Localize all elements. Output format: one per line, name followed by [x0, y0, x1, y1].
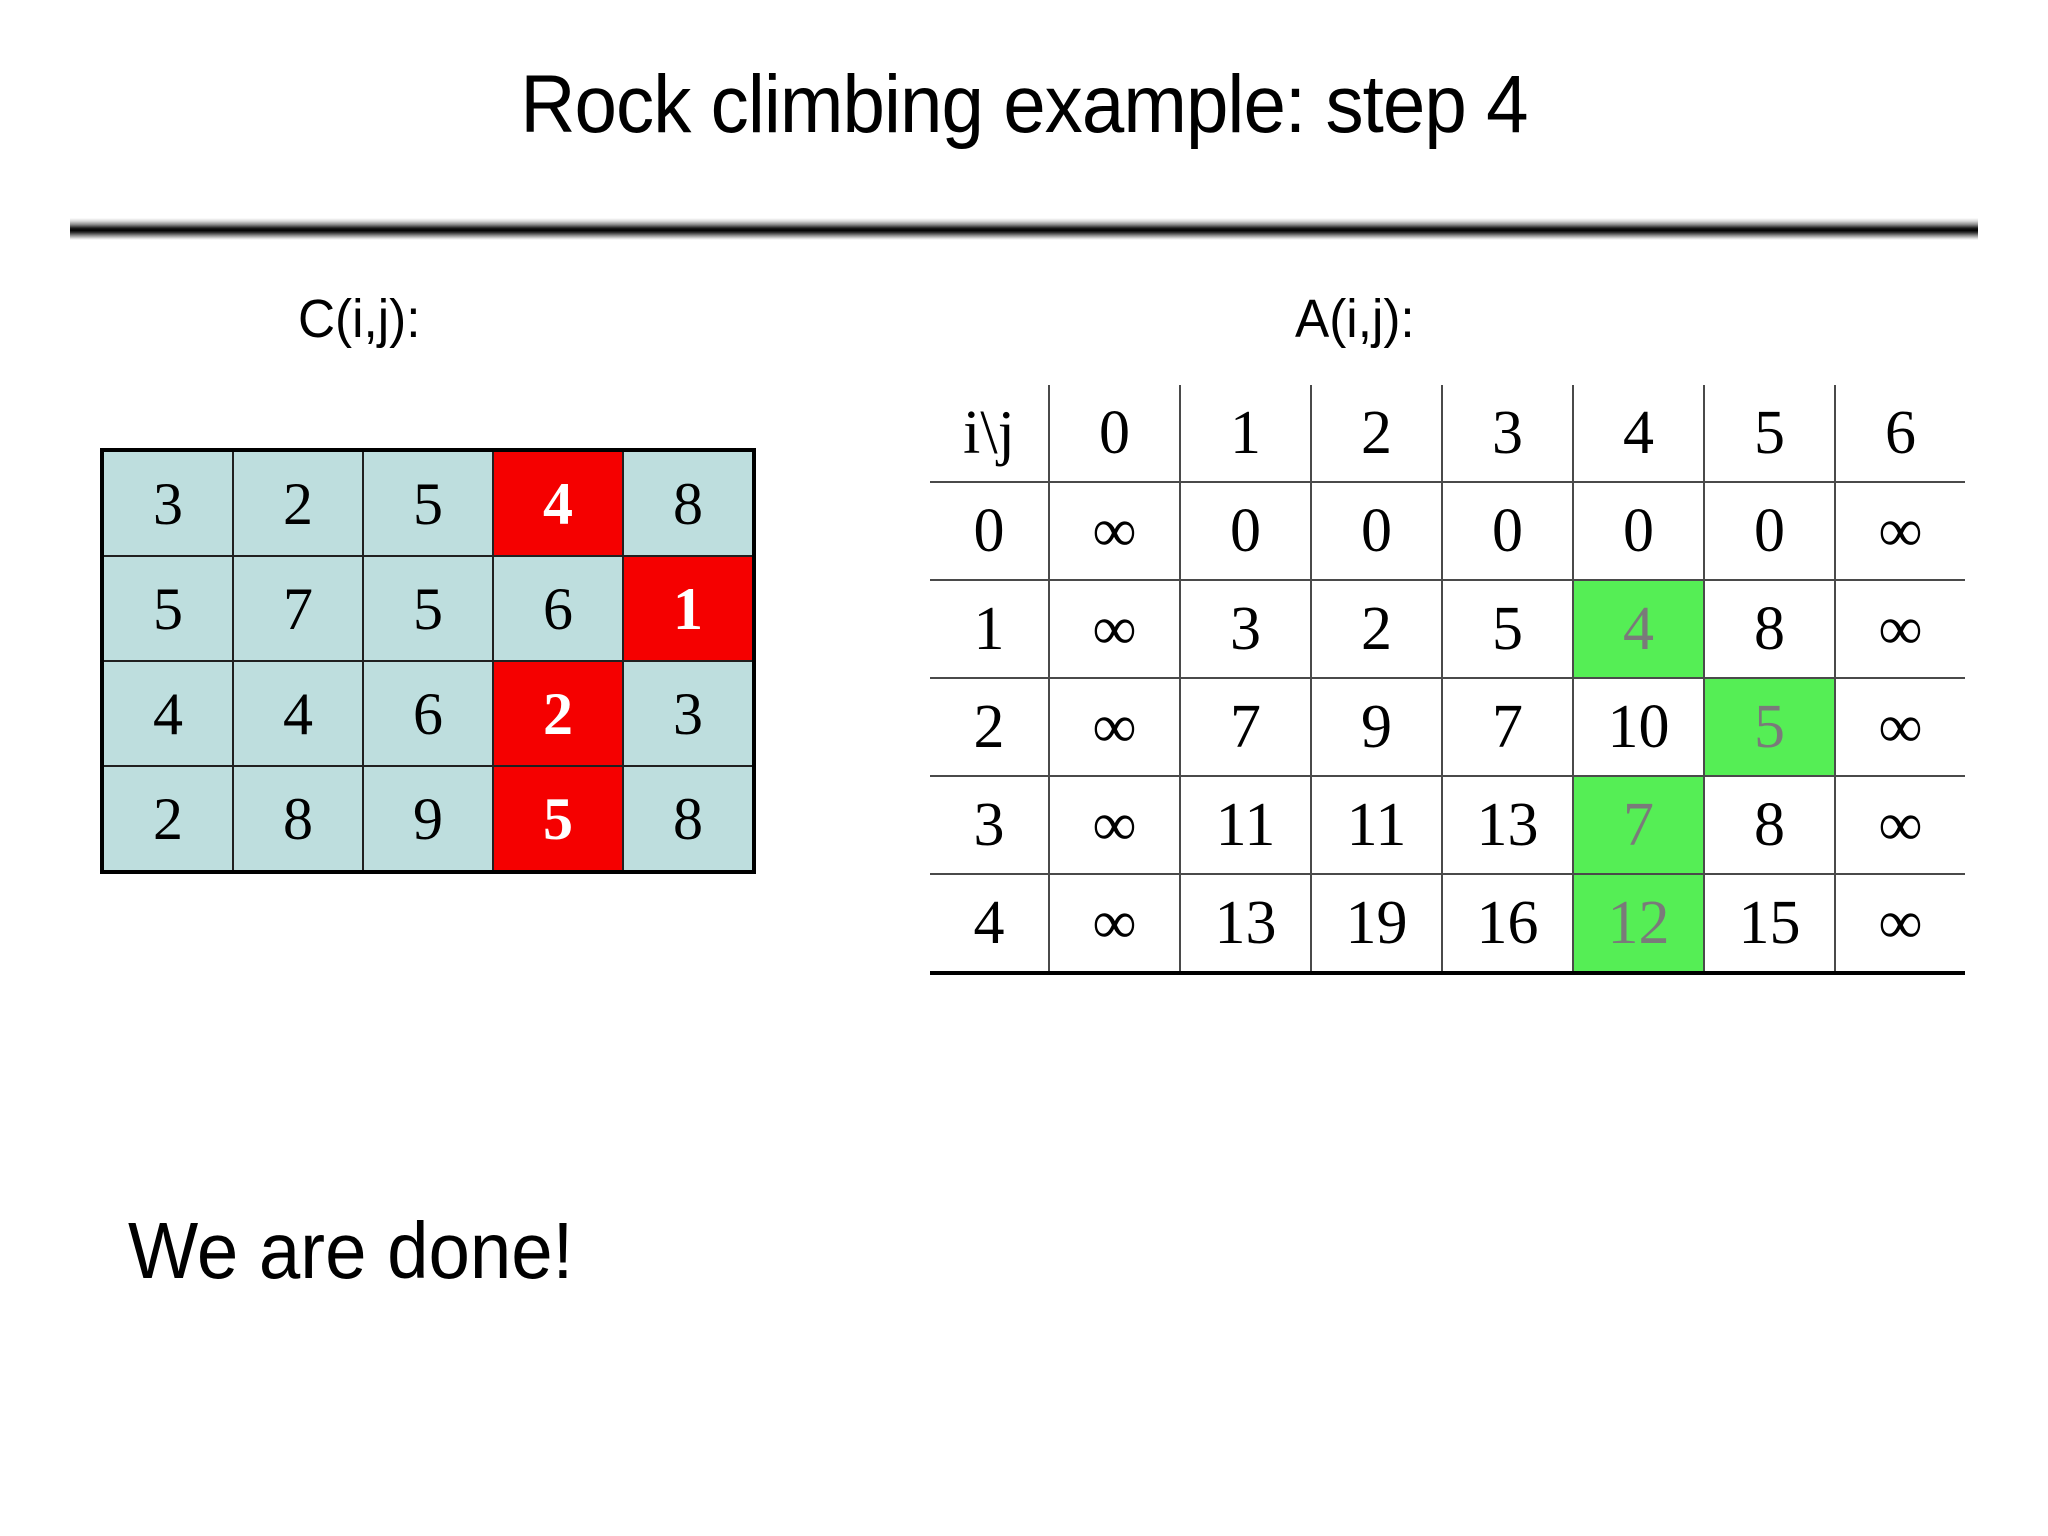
c-cell-1-3: 6 — [492, 555, 624, 662]
a-cell-4-4: 12 — [1572, 873, 1705, 975]
a-column-header-0: 0 — [1048, 385, 1181, 483]
a-cell-2-6: ∞ — [1834, 677, 1965, 777]
a-cell-2-2: 9 — [1310, 677, 1443, 777]
a-cell-3-0: ∞ — [1048, 775, 1181, 875]
c-cell-0-4: 8 — [622, 449, 755, 557]
a-matrix-corner-label: i\j — [930, 385, 1050, 483]
c-cell-0-1: 2 — [232, 449, 364, 557]
a-cell-2-0: ∞ — [1048, 677, 1181, 777]
a-cell-3-6: ∞ — [1834, 775, 1965, 875]
footer-note: We are done! — [128, 1206, 574, 1295]
a-column-header-4: 4 — [1572, 385, 1705, 483]
c-cell-0-0: 3 — [101, 449, 234, 557]
a-cell-4-6: ∞ — [1834, 873, 1965, 975]
c-cell-3-1: 8 — [232, 765, 364, 873]
a-cell-4-5: 15 — [1703, 873, 1836, 975]
c-cell-2-1: 4 — [232, 660, 364, 767]
a-row-header-2: 2 — [930, 677, 1050, 777]
c-cell-1-1: 7 — [232, 555, 364, 662]
c-cell-2-0: 4 — [101, 660, 234, 767]
c-matrix-caption: C(i,j): — [298, 289, 421, 349]
a-cell-3-5: 8 — [1703, 775, 1836, 875]
a-column-header-2: 2 — [1310, 385, 1443, 483]
a-column-header-5: 5 — [1703, 385, 1836, 483]
a-column-header-6: 6 — [1834, 385, 1965, 483]
c-cell-2-2: 6 — [362, 660, 494, 767]
a-cell-2-4: 10 — [1572, 677, 1705, 777]
c-cell-2-3: 2 — [492, 660, 624, 767]
a-cell-2-3: 7 — [1441, 677, 1574, 777]
a-cell-2-5: 5 — [1703, 677, 1836, 777]
c-cell-0-3: 4 — [492, 449, 624, 557]
a-cell-3-4: 7 — [1572, 775, 1705, 875]
a-cell-1-1: 3 — [1179, 579, 1312, 679]
a-column-header-1: 1 — [1179, 385, 1312, 483]
c-cell-0-2: 5 — [362, 449, 494, 557]
a-cell-1-6: ∞ — [1834, 579, 1965, 679]
a-cell-0-6: ∞ — [1834, 481, 1965, 581]
c-cell-3-4: 8 — [622, 765, 755, 873]
title-divider-rule — [70, 218, 1978, 240]
c-cell-3-0: 2 — [101, 765, 234, 873]
a-cell-3-2: 11 — [1310, 775, 1443, 875]
a-row-header-3: 3 — [930, 775, 1050, 875]
a-cell-1-0: ∞ — [1048, 579, 1181, 679]
a-column-header-3: 3 — [1441, 385, 1574, 483]
a-cell-3-1: 11 — [1179, 775, 1312, 875]
a-cell-2-1: 7 — [1179, 677, 1312, 777]
c-cell-3-3: 5 — [492, 765, 624, 873]
c-cell-2-4: 3 — [622, 660, 755, 767]
a-cell-1-5: 8 — [1703, 579, 1836, 679]
c-cell-3-2: 9 — [362, 765, 494, 873]
a-row-header-1: 1 — [930, 579, 1050, 679]
a-row-header-4: 4 — [930, 873, 1050, 975]
a-cell-1-3: 5 — [1441, 579, 1574, 679]
a-row-header-0: 0 — [930, 481, 1050, 581]
a-cell-1-2: 2 — [1310, 579, 1443, 679]
a-cell-4-1: 13 — [1179, 873, 1312, 975]
a-matrix-caption: A(i,j): — [1295, 289, 1415, 349]
a-cell-0-0: ∞ — [1048, 481, 1181, 581]
a-cell-0-2: 0 — [1310, 481, 1443, 581]
a-cell-0-4: 0 — [1572, 481, 1705, 581]
a-cell-0-3: 0 — [1441, 481, 1574, 581]
a-cell-0-5: 0 — [1703, 481, 1836, 581]
c-cell-1-4: 1 — [622, 555, 755, 662]
c-cell-1-0: 5 — [101, 555, 234, 662]
a-cell-0-1: 0 — [1179, 481, 1312, 581]
a-cell-3-3: 13 — [1441, 775, 1574, 875]
a-cell-4-2: 19 — [1310, 873, 1443, 975]
page-title: Rock climbing example: step 4 — [520, 59, 1528, 150]
a-cell-1-4: 4 — [1572, 579, 1705, 679]
a-cell-4-3: 16 — [1441, 873, 1574, 975]
c-cell-1-2: 5 — [362, 555, 494, 662]
a-cell-4-0: ∞ — [1048, 873, 1181, 975]
